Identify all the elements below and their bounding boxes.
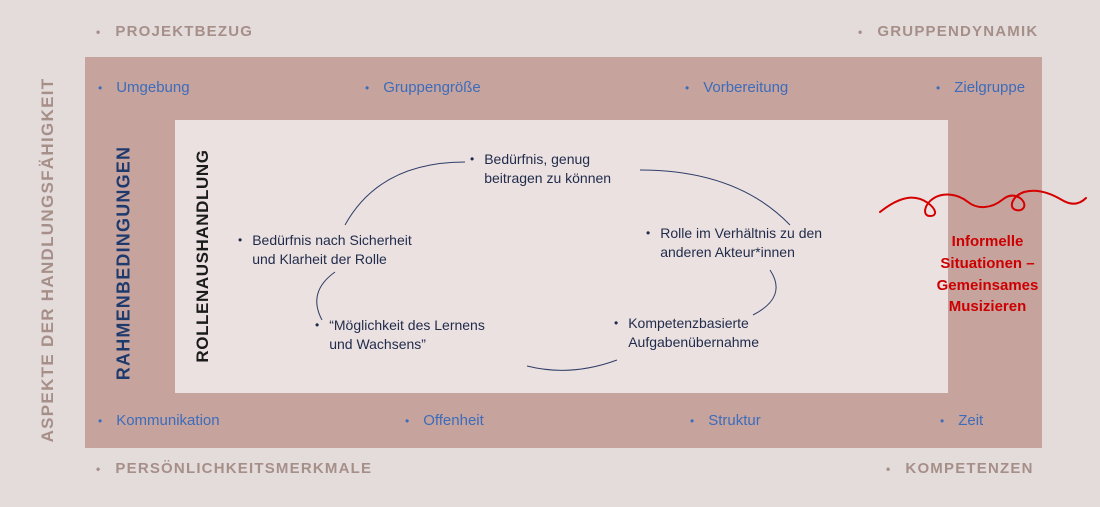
bullet-icon: • bbox=[405, 414, 410, 428]
bullet-icon: • bbox=[315, 318, 320, 332]
cycle-item-kompetenzbasierte-aufgaben: • Kompetenzbasierte Aufgabenübernahme bbox=[614, 314, 759, 352]
cycle-item-sicherheit-klarheit: • Bedürfnis nach Sicherheit und Klarheit… bbox=[238, 231, 412, 269]
bullet-icon: • bbox=[614, 316, 619, 330]
label-persoenlichkeitsmerkmale: • PERSÖNLICHKEITSMERKMALE bbox=[96, 460, 372, 477]
bullet-icon: • bbox=[940, 414, 945, 428]
frame-item-gruppengroesse: • Gruppengröße bbox=[365, 79, 481, 96]
rollenaushandlung-box: ROLLENAUSHANDLUNG • Bedürfnis, genug bei… bbox=[175, 120, 948, 393]
cycle-connector-lines bbox=[316, 161, 791, 371]
annotation-informelle-situationen: Informelle Situationen – Gemeinsames Mus… bbox=[936, 233, 1039, 316]
frame-item-label: Zeit bbox=[958, 412, 984, 429]
bullet-icon: • bbox=[470, 152, 475, 166]
corner-label-text: KOMPETENZEN bbox=[905, 460, 1034, 477]
label-aspekte-der-handlungsfaehigkeit: ASPEKTE DER HANDLUNGSFÄHIGKEIT bbox=[38, 77, 57, 443]
frame-item-umgebung: • Umgebung bbox=[98, 79, 190, 96]
connector-top-to-right bbox=[639, 169, 791, 226]
bullet-icon: • bbox=[96, 461, 102, 476]
bullet-icon: • bbox=[365, 81, 370, 95]
bullet-icon: • bbox=[858, 24, 864, 39]
cycle-item-rolle-verhaeltnis: • Rolle im Verhältnis zu den anderen Akt… bbox=[646, 224, 822, 262]
bullet-icon: • bbox=[690, 414, 695, 428]
bullet-icon: • bbox=[98, 414, 103, 428]
bullet-icon: • bbox=[886, 461, 892, 476]
cycle-item-lernen-wachsen: • “Möglichkeit des Lernens und Wachsens” bbox=[315, 316, 485, 354]
frame-item-vorbereitung: • Vorbereitung bbox=[685, 79, 788, 96]
corner-label-text: GRUPPENDYNAMIK bbox=[877, 23, 1039, 40]
frame-item-zielgruppe: • Zielgruppe bbox=[936, 79, 1025, 96]
cycle-item-text: Kompetenzbasierte Aufgabenübernahme bbox=[628, 315, 759, 350]
cycle-item-beduerfnis-beitragen: • Bedürfnis, genug beitragen zu können bbox=[470, 150, 611, 188]
frame-item-label: Struktur bbox=[708, 412, 761, 429]
connector-bottom-right-to-bottom-left bbox=[526, 359, 618, 371]
frame-item-label: Offenheit bbox=[423, 412, 484, 429]
bullet-icon: • bbox=[238, 233, 243, 247]
rahmenbedingungen-frame: RAHMENBEDINGUNGEN • Umgebung • Gruppengr… bbox=[85, 57, 1042, 448]
corner-label-text: PROJEKTBEZUG bbox=[115, 23, 254, 40]
bullet-icon: • bbox=[936, 81, 941, 95]
bullet-icon: • bbox=[98, 81, 103, 95]
frame-item-label: Gruppengröße bbox=[383, 79, 481, 96]
frame-item-offenheit: • Offenheit bbox=[405, 412, 484, 429]
label-projektbezug: • PROJEKTBEZUG bbox=[96, 23, 253, 40]
connector-left-to-top bbox=[344, 161, 466, 226]
cycle-item-text: “Möglichkeit des Lernens und Wachsens” bbox=[329, 317, 485, 352]
frame-item-label: Zielgruppe bbox=[954, 79, 1026, 96]
frame-item-kommunikation: • Kommunikation bbox=[98, 412, 220, 429]
cycle-item-text: Bedürfnis nach Sicherheit und Klarheit d… bbox=[252, 232, 412, 267]
label-gruppendynamik: • GRUPPENDYNAMIK bbox=[858, 23, 1038, 40]
frame-item-zeit: • Zeit bbox=[940, 412, 983, 429]
label-kompetenzen: • KOMPETENZEN bbox=[886, 460, 1034, 477]
connector-right-to-bottom-right bbox=[752, 269, 777, 316]
frame-item-struktur: • Struktur bbox=[690, 412, 761, 429]
cycle-item-text: Bedürfnis, genug beitragen zu können bbox=[484, 151, 612, 186]
bullet-icon: • bbox=[96, 24, 102, 39]
frame-item-label: Vorbereitung bbox=[703, 79, 789, 96]
cycle-item-text: Rolle im Verhältnis zu den anderen Akteu… bbox=[660, 225, 823, 260]
bullet-icon: • bbox=[646, 226, 651, 240]
bullet-icon: • bbox=[685, 81, 690, 95]
corner-label-text: PERSÖNLICHKEITSMERKMALE bbox=[115, 460, 373, 477]
connector-bottom-left-to-left bbox=[316, 271, 336, 321]
frame-item-label: Kommunikation bbox=[116, 412, 220, 429]
frame-item-label: Umgebung bbox=[116, 79, 190, 96]
label-rahmenbedingungen: RAHMENBEDINGUNGEN bbox=[113, 145, 134, 381]
